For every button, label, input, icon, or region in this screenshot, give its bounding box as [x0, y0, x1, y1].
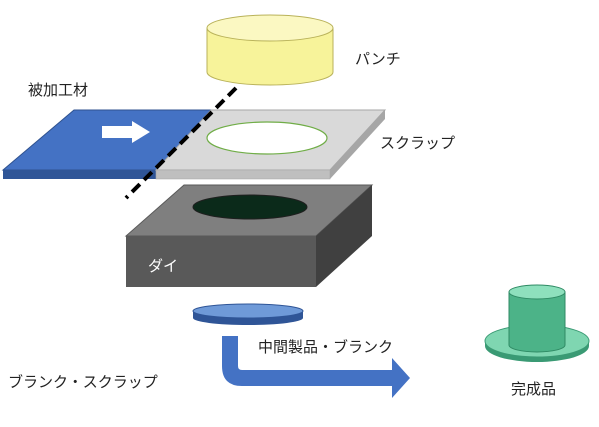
feed-direction-arrow	[102, 121, 150, 143]
label-punch: パンチ	[355, 50, 401, 68]
label-intermediate: 中間製品・ブランク	[258, 338, 393, 356]
label-scrap: スクラップ	[380, 134, 455, 152]
die-block	[124, 184, 374, 287]
punch	[206, 14, 334, 86]
workpiece-front-edge	[3, 170, 156, 179]
workpiece-sheet	[1, 109, 213, 179]
punch-body	[206, 27, 334, 86]
scrap-sheet	[154, 109, 387, 180]
die-side	[316, 185, 372, 287]
label-die: ダイ	[148, 257, 178, 275]
product-cup-body	[508, 291, 566, 353]
product-cup-top	[508, 284, 566, 300]
scrap-side-edge	[330, 110, 385, 179]
label-blank-scrap: ブランク・スクラップ	[8, 373, 158, 391]
punched-hole	[206, 121, 328, 155]
die-opening	[192, 194, 308, 220]
flow-arrow	[222, 336, 410, 398]
scrap-front-edge	[155, 169, 331, 180]
punch-top-face	[206, 14, 334, 42]
label-workpiece: 被加工材	[28, 81, 88, 99]
blank-disk	[192, 303, 304, 325]
finished-product	[484, 284, 590, 362]
die-front	[126, 236, 316, 287]
label-finished: 完成品	[511, 380, 556, 398]
cutting-line	[124, 86, 238, 200]
blank-disk-top	[192, 303, 304, 319]
